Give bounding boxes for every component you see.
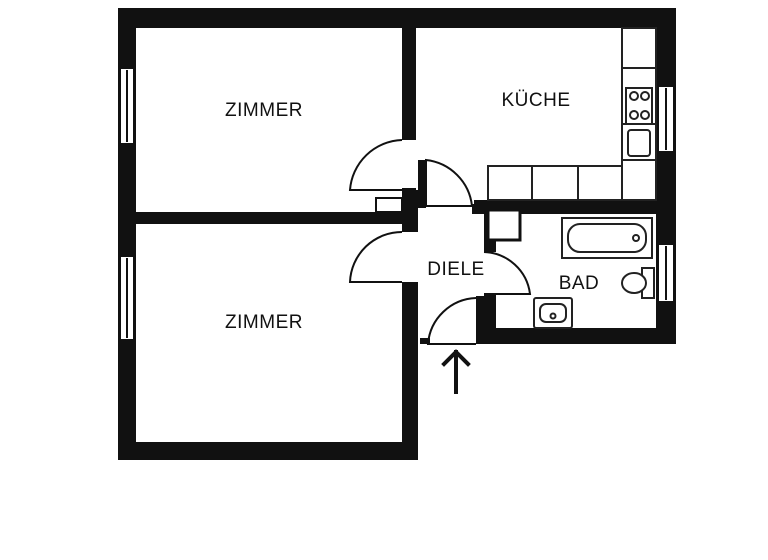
kitchen-fixtures bbox=[487, 27, 657, 201]
wall-zimmer-kueche bbox=[402, 8, 416, 140]
kitchen-sink bbox=[627, 129, 651, 157]
wall-bottom bbox=[118, 442, 418, 460]
wall-kueche-bad bbox=[474, 200, 676, 214]
wall-bottom-bad bbox=[478, 328, 676, 344]
door-kueche bbox=[425, 158, 474, 207]
wall-zimmer-right-lower bbox=[402, 282, 418, 460]
room-label-zimmer-bottom: ZIMMER bbox=[225, 312, 303, 333]
room-label-zimmer-top: ZIMMER bbox=[225, 100, 303, 121]
wall-bad-left-lower bbox=[484, 294, 496, 344]
kitchen-counter-horizontal bbox=[487, 165, 623, 201]
arrow-up-icon bbox=[441, 349, 471, 394]
door-leaves bbox=[402, 160, 484, 344]
wall-top bbox=[118, 8, 676, 28]
room-label-diele: DIELE bbox=[427, 259, 484, 280]
bath-fixtures bbox=[533, 217, 655, 329]
room-label-bad: BAD bbox=[559, 273, 600, 294]
room-label-kueche: KÜCHE bbox=[501, 90, 570, 111]
wall-stub-center bbox=[402, 190, 418, 232]
door-zimmer-top bbox=[348, 139, 403, 191]
door-bad bbox=[483, 251, 532, 295]
radiator bbox=[375, 197, 403, 213]
toilet bbox=[621, 272, 647, 294]
door-entrance bbox=[426, 297, 477, 345]
shaft bbox=[486, 208, 522, 242]
windows bbox=[119, 67, 675, 341]
door-zimmer-bottom bbox=[348, 231, 403, 283]
wall-zimmer-partition bbox=[118, 212, 418, 224]
